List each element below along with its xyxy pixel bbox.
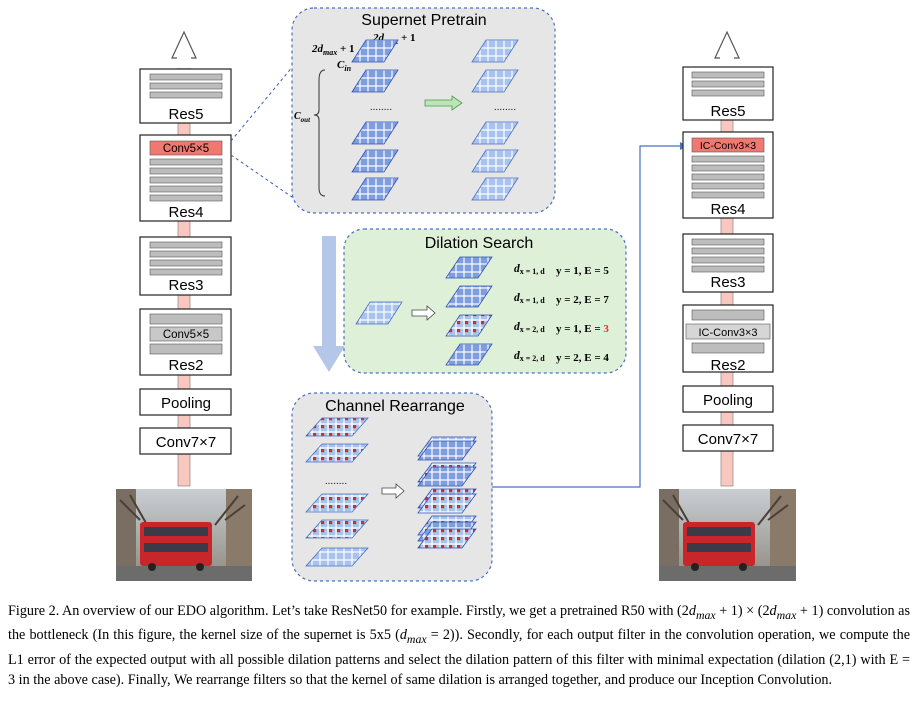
rearrange-input-kernels [305,417,369,567]
search-row-3-e: y = 1, E = 3 [556,323,609,335]
left-stem-label: Conv7×7 [156,434,216,451]
supernet-ellipsis-right: ........ [494,102,516,113]
supernet-cout-brace [313,69,326,197]
rearrange-ellipsis: ........ [325,476,347,487]
edo-diagram: Res5 Conv5×5 Res4 Res3 Conv5×5 Res2 Pool… [116,7,796,582]
channel-rearrange-title: Channel Rearrange [325,398,465,415]
left-pooling-block [139,388,232,416]
supernet-arrow-icon [424,95,463,111]
left-res4-conv-label: Conv5×5 [163,143,209,155]
supernet-cout-label: Cout [294,111,311,124]
right-res4-conv-highlight [691,137,765,153]
right-res4-conv-label: IC-Conv3×3 [700,140,756,152]
left-pooling-label: Pooling [161,395,211,412]
supernet-panel: Supernet Pretrain 2dmax + 1 2dmax + 1 Ci… [291,7,556,214]
left-res3-label: Res3 [168,277,203,294]
search-row-1: dx = 1, d [514,263,545,276]
search-arrow-icon [411,305,436,321]
supernet-ellipsis-left: ........ [370,102,392,113]
process-down-arrow-icon [313,236,345,372]
left-stem-block [139,427,232,455]
search-row-4-e: y = 2, E = 4 [556,352,609,364]
right-input-photo [659,489,796,581]
rearrange-arrow-icon [381,483,405,499]
output-connector-line [492,145,680,488]
search-row-3: dx = 2, d [514,321,545,334]
right-res5-label: Res5 [710,103,745,120]
search-kernel-1 [445,256,493,279]
left-input-photo [116,489,252,581]
search-kernel-3 [445,314,493,337]
supernet-title: Supernet Pretrain [361,12,486,29]
channel-rearrange-panel: Channel Rearrange ........ [291,392,493,582]
dilation-search-panel: Dilation Search dx = 1, d dx = 1, d dx =… [343,228,627,374]
right-res4-label: Res4 [710,201,745,218]
search-kernel-2 [445,285,493,308]
supernet-dim-left: 2dmax + 1 [311,43,355,57]
right-res2-conv-box [685,323,771,340]
left-res4-label: Res4 [168,204,203,221]
right-network: Res5 IC-Conv3×3 Res4 Res3 IC-Conv3×3 Res… [659,30,796,581]
search-row-2: dx = 1, d [514,292,545,305]
right-res2-label: Res2 [710,357,745,374]
right-res2-conv-label: IC-Conv3×3 [698,327,757,339]
supernet-connector-top [230,47,309,142]
right-res3-label: Res3 [710,274,745,291]
right-stem-label: Conv7×7 [698,431,758,448]
search-row-4: dx = 2, d [514,350,545,363]
search-input-kernel [355,301,403,325]
search-kernel-4 [445,343,493,366]
right-stem-block [682,424,774,452]
search-row-1-e: y = 1, E = 5 [556,265,609,277]
rearrange-output-stacks [417,436,477,549]
right-pooling-label: Pooling [703,392,753,409]
dilation-search-title: Dilation Search [425,235,534,252]
search-row-2-e: y = 2, E = 7 [556,294,609,306]
supernet-right-kernels [471,39,519,201]
supernet-cin-label: Cin [337,59,352,73]
left-network: Res5 Conv5×5 Res4 Res3 Conv5×5 Res2 Pool… [116,30,252,581]
right-pooling-block [682,385,774,413]
supernet-left-kernels [351,39,399,201]
left-res5-label: Res5 [168,106,203,123]
left-res4-conv-highlight [149,140,223,156]
figure-caption: Figure 2. An overview of our EDO algorit… [8,603,910,689]
left-res2-conv-label: Conv5×5 [163,329,209,341]
left-res2-conv-box [149,326,223,342]
left-res2-label: Res2 [168,357,203,374]
